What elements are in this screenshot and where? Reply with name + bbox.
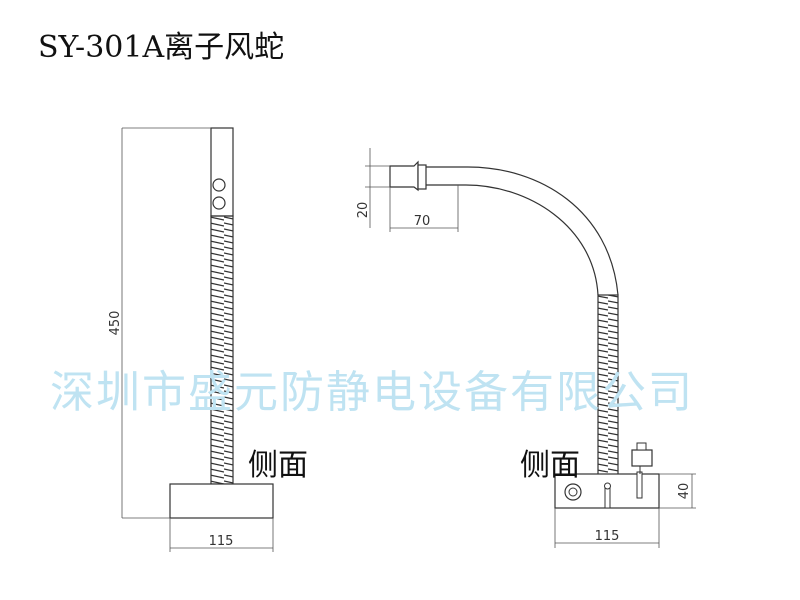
right-coiled-hose [597,294,619,476]
left-height-dimension: 450 [108,311,123,336]
left-view-label: 侧面 [248,448,308,483]
right-curved-arm-inner [426,184,599,296]
right-base-width-dimension: 115 [595,529,620,544]
right-side-view: 20 70 115 40 [356,148,696,548]
right-base-knob-inner [568,487,578,497]
right-nozzle-length-dimension: 70 [414,214,431,229]
right-connector [631,449,653,467]
left-side-view: 450 115 [108,127,274,552]
right-base-side-slot [636,471,643,499]
left-base-width-dimension: 115 [209,534,234,549]
left-base [169,483,274,519]
right-view-label: 侧面 [520,448,580,483]
right-base-knob-outer [564,483,582,501]
right-base-slot [604,487,611,509]
left-coiled-hose [210,215,234,485]
left-tube-hole-lower [212,196,226,210]
right-curved-arm-outer [426,166,619,296]
product-title: SY-301A离子风蛇 [38,30,285,65]
right-base-height-dimension: 40 [677,483,692,500]
right-nozzle [389,160,419,192]
left-tube-hole-upper [212,178,226,192]
left-tube-top [210,127,234,217]
right-nozzle-height-dimension: 20 [356,202,371,219]
right-nozzle-collar [417,164,427,190]
